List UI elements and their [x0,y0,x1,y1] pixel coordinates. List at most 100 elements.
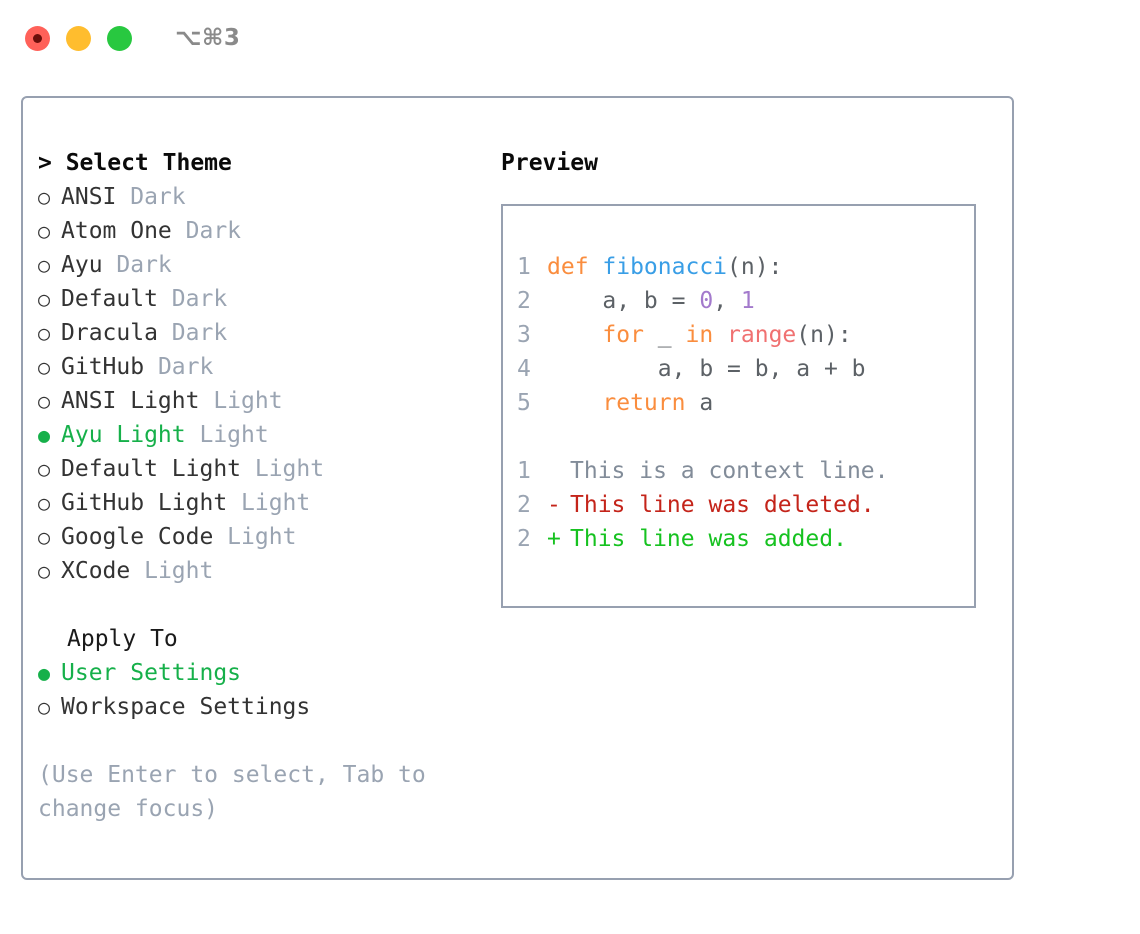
token-num: 1 [740,288,755,314]
theme-option-github-light[interactable]: ○GitHub Light Light [38,486,488,520]
token-txt [713,322,727,348]
option-label: ANSI Light [61,388,200,414]
option-label: Workspace Settings [61,694,311,720]
diff-sample: 1 This is a context line.2-This line was… [517,454,974,556]
code-line: 2 a, b = 0, 1 [517,284,974,318]
theme-option-default[interactable]: ○ Default Dark [38,282,488,316]
token-txt [547,390,602,416]
line-number: 5 [517,390,531,416]
radio-unselected-icon: ○ [38,559,51,583]
option-kind-label: Dark [116,184,186,210]
radio-unselected-icon: ○ [38,491,51,515]
token-txt: , [713,288,741,314]
radio-unselected-icon: ○ [38,287,51,311]
token-txt: a [685,390,714,416]
line-number: 3 [517,322,531,348]
keyboard-hint-text: (Use Enter to select, Tab to change focu… [38,762,440,822]
line-number: 1 [517,254,531,280]
option-kind-label: Light [241,456,325,482]
option-label: Atom One [61,218,172,244]
token-txt: a, b = b, a + b [547,356,866,382]
radio-unselected-icon: ○ [38,185,51,209]
minimize-button[interactable] [66,25,91,51]
option-kind-label: Dark [157,286,228,312]
option-label: User Settings [61,660,242,686]
close-button[interactable] [25,25,50,51]
radio-unselected-icon: ○ [38,389,51,413]
option-kind-label: Dark [102,252,172,278]
theme-option-list: ○ANSI Dark○Atom One Dark○Ayu Dark○Defaul… [38,180,488,588]
select-theme-heading: > Select Theme [38,150,232,176]
line-number: 2 [517,492,531,518]
diff-line: 2+This line was added. [517,522,974,556]
option-label: ANSI [61,184,117,210]
code-text: a, b = 0, 1 [547,284,755,318]
option-kind-label: Light [130,558,214,584]
option-label: Ayu Light [61,422,186,448]
radio-selected-icon: ● [38,661,51,685]
theme-option-ayu[interactable]: ○Ayu Dark [38,248,488,282]
option-label: Google Code [61,524,214,550]
option-kind-label: Light [213,524,297,550]
apply-to-option-list: ● User Settings ○Workspace Settings [38,656,488,724]
diff-text: This line was added. [570,526,847,552]
radio-selected-icon: ● [38,423,51,447]
maximize-button[interactable] [107,25,132,51]
theme-option-default-light[interactable]: ○ Default Light Light [38,452,488,486]
radio-unselected-icon: ○ [38,219,51,243]
option-kind-label: Dark [157,320,228,346]
title-bar: ⌥⌘3 [0,0,1140,76]
option-kind-label: Light [199,388,283,414]
option-label: GitHub Light [61,490,228,516]
token-kw: def [547,254,603,280]
traffic-lights [25,25,132,51]
diff-line: 1 This is a context line. [517,454,974,488]
radio-unselected-icon: ○ [38,525,51,549]
apply-to-heading: Apply To [67,626,178,652]
token-num: 0 [699,288,714,314]
token-txt: (n): [796,322,852,348]
theme-option-github[interactable]: ○ GitHub Dark [38,350,488,384]
diff-text: This line was deleted. [570,492,875,518]
diff-text: This is a context line. [570,458,889,484]
token-kw: return [602,390,686,416]
option-kind-label: Dark [144,354,214,380]
code-text: a, b = b, a + b [547,352,866,386]
code-diff-spacer [517,420,974,454]
option-label: Dracula [61,320,158,346]
code-line: 4 a, b = b, a + b [517,352,974,386]
option-label: Default Light [61,456,242,482]
theme-option-ansi-light[interactable]: ○ ANSI Light Light [38,384,488,418]
token-txt [547,322,602,348]
radio-unselected-icon: ○ [38,355,51,379]
token-fn: fibonacci [602,254,728,280]
theme-option-dracula[interactable]: ○ Dracula Dark [38,316,488,350]
code-text: return a [547,386,713,420]
line-number: 2 [517,288,531,314]
preview-heading: Preview [501,150,598,176]
token-call: range [727,322,797,348]
token-txt: (n): [727,254,783,280]
theme-option-ayu-light[interactable]: ●Ayu Light Light [38,418,488,452]
token-kw: in [685,322,714,348]
diff-marker [547,454,570,488]
radio-unselected-icon: ○ [38,321,51,345]
diff-line: 2-This line was deleted. [517,488,974,522]
radio-unselected-icon: ○ [38,457,51,481]
theme-option-ansi[interactable]: ○ ANSI Dark [38,180,488,214]
theme-option-xcode[interactable]: ○XCode Light [38,554,488,588]
keyboard-shortcut-label: ⌥⌘3 [175,25,241,51]
diff-marker: - [547,492,561,518]
line-number: 1 [517,458,531,484]
theme-option-google-code[interactable]: ○ Google Code Light [38,520,488,554]
option-label: Default [61,286,158,312]
code-line: 3 for _ in range(n): [517,318,974,352]
theme-option-atom-one[interactable]: ○Atom One Dark [38,214,488,248]
apply-option-user-settings[interactable]: ● User Settings [38,656,488,690]
code-text: for _ in range(n): [547,318,852,352]
option-label: GitHub [61,354,145,380]
apply-option-workspace-settings[interactable]: ○Workspace Settings [38,690,488,724]
